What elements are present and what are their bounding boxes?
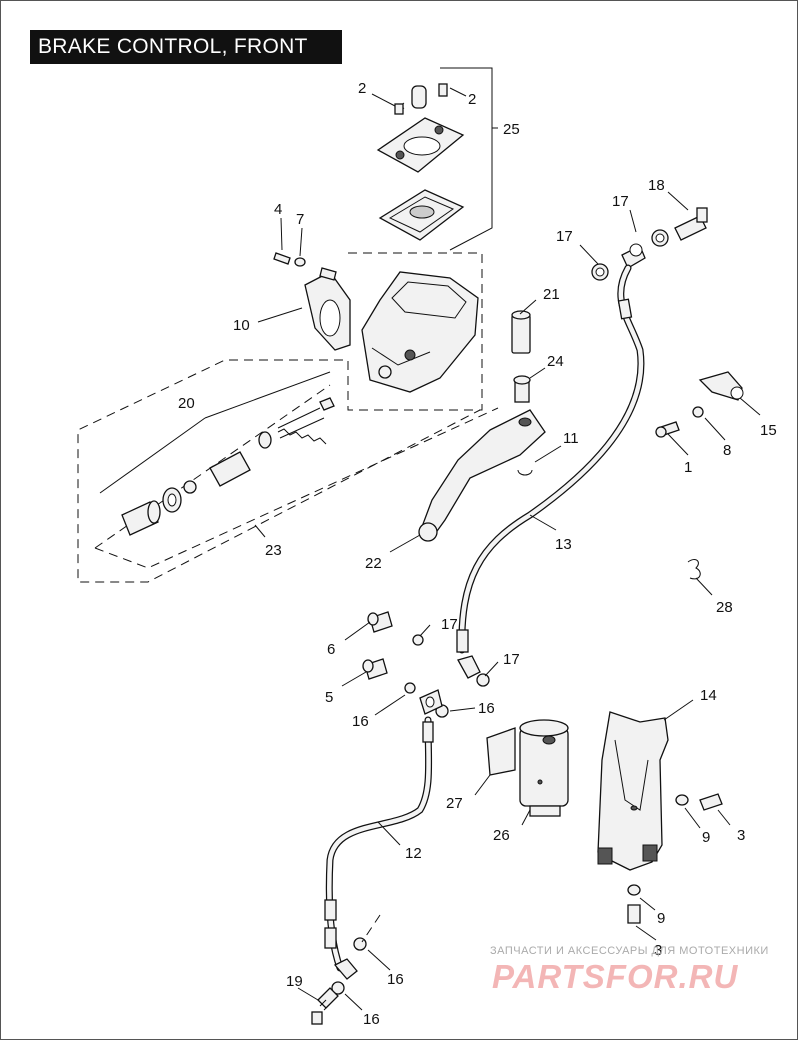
brake-switch [486,719,569,817]
callout-4: 4 [274,201,282,218]
callout-13: 13 [555,536,572,553]
brake-lever [418,409,546,542]
callout-10: 10 [233,317,250,334]
callout-26: 26 [493,827,510,844]
callout-27: 27 [446,795,463,812]
upper-brake-hose [456,264,645,679]
callout-9a: 9 [702,829,710,846]
retaining-clip [517,469,533,476]
callout-labels: 2 2 25 4 7 10 20 23 21 24 11 22 13 17 17… [178,80,777,1028]
callout-8: 8 [723,442,731,459]
mounting-bracket [597,711,669,871]
callout-24: 24 [547,353,564,370]
upper-banjo-fitting [591,207,708,281]
callout-14: 14 [700,687,717,704]
lower-brake-hose [324,716,434,995]
callout-12: 12 [405,845,422,862]
callout-5: 5 [325,689,333,706]
pivot-pin-and-bushing [511,310,531,403]
callout-16b: 16 [478,700,495,717]
callout-1: 1 [684,459,692,476]
watermark-logo: PARTSFOR.RU [492,958,739,995]
callout-17a: 17 [556,228,573,245]
callout-11: 11 [563,430,579,447]
callout-28: 28 [716,599,733,616]
callout-7: 7 [296,211,304,228]
callout-17b: 17 [612,193,629,210]
callout-16a: 16 [352,713,369,730]
callout-23: 23 [265,542,282,559]
callout-2b: 2 [468,91,476,108]
master-cylinder-body [361,271,479,393]
page-title: BRAKE CONTROL, FRONT [38,35,308,58]
callout-17c: 17 [441,616,458,633]
callout-9b: 9 [657,910,665,927]
callout-18: 18 [648,177,665,194]
small-clip [687,559,701,580]
piston-assembly [121,397,335,536]
callout-15: 15 [760,422,777,439]
leader-lines [99,87,761,1011]
callout-16d: 16 [363,1011,380,1028]
callout-25: 25 [503,121,520,138]
watermark-tagline: ЗАПЧАСТИ И АКСЕССУАРЫ ДЛЯ МОТОТЕХНИКИ [490,945,769,957]
callout-19: 19 [286,973,303,990]
callout-20: 20 [178,395,195,412]
callout-17d: 17 [503,651,520,668]
bracket-screws [627,793,723,924]
callout-2a: 2 [358,80,366,97]
title-bar: BRAKE CONTROL, FRONT [30,30,342,64]
callout-22: 22 [365,555,382,572]
banjo-bolts [362,611,490,718]
reservoir-cover [376,83,465,241]
handlebar-clamp [304,267,351,351]
callout-3b: 3 [654,942,662,959]
callout-3a: 3 [737,827,745,844]
bleeder-valve [311,987,339,1025]
clamp-screw-and-washer [273,252,306,267]
callout-6: 6 [327,641,335,658]
callout-16c: 16 [387,971,404,988]
hose-clip-hardware [655,371,744,438]
callout-21: 21 [543,286,560,303]
